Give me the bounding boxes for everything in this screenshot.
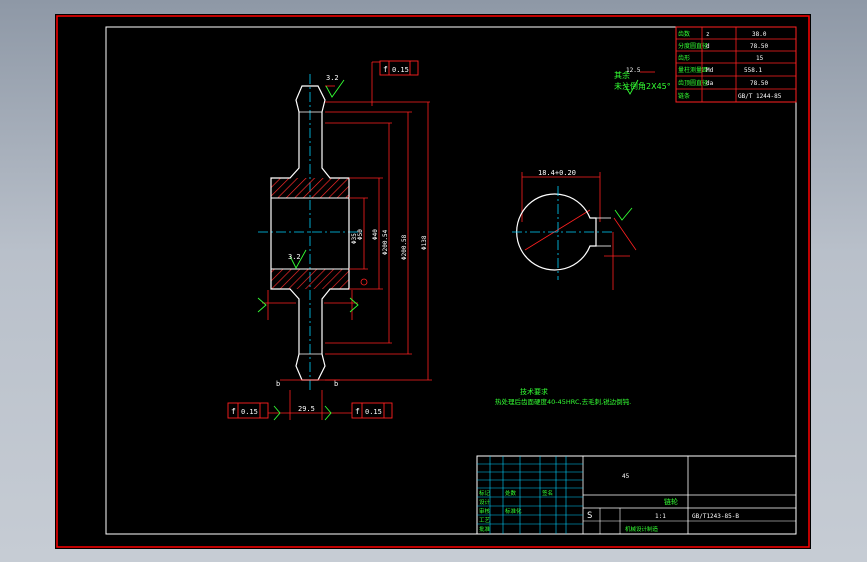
part-code: GB/T1243-85-B xyxy=(692,513,739,520)
param-0-name: 齿数 xyxy=(678,30,690,38)
side-letter-right: b xyxy=(334,380,338,388)
param-3-sym: Md xyxy=(706,67,714,74)
note-line-1: 其余 xyxy=(614,70,630,80)
inner-border xyxy=(105,26,797,535)
side-letter-left: b xyxy=(276,380,280,388)
param-5-val: GB/T 1244-85 xyxy=(738,93,782,100)
sheet-letter: S xyxy=(587,511,592,521)
tech-req-title: 技术要求 xyxy=(520,387,548,396)
param-4-val: 78.50 xyxy=(750,80,768,87)
surface-note: 12.5 其余 未注倒角2X45° xyxy=(614,67,671,91)
hub-width-label: 29.5 xyxy=(298,405,315,413)
scale-label: 1:1 xyxy=(655,513,666,520)
tol-value-bl: 0.15 xyxy=(241,408,258,416)
tb-label-4: 签名 xyxy=(542,489,553,497)
sprocket-end-view xyxy=(512,186,612,280)
drawing-sheet xyxy=(55,14,811,549)
tb-label-0: 标记 xyxy=(479,489,491,497)
param-0-sym: z xyxy=(706,31,710,38)
dim-bore-small: Φ35 xyxy=(351,233,358,244)
param-4-sym: da xyxy=(706,80,714,87)
vertical-dim-labels: Φ138 Φ200.58 Φ200.54 Φ40 Φ50 Φ35 xyxy=(351,229,428,260)
tol-letter-bl: f xyxy=(231,407,236,416)
param-1-name: 分度圆直径 xyxy=(678,42,708,50)
material-label: 45 xyxy=(622,473,630,480)
dim-hub: Φ40 xyxy=(372,229,379,240)
dim-pitch: Φ200.58 xyxy=(401,234,408,260)
hatch-upper xyxy=(271,178,349,198)
tb-role-2: 工艺 xyxy=(479,517,491,524)
note-line-2: 未注倒角2X45° xyxy=(614,81,671,91)
tol-value-br: 0.15 xyxy=(365,408,382,416)
param-1-val: 78.50 xyxy=(750,43,768,50)
param-2-val: 15 xyxy=(756,55,764,62)
roughness-symbols xyxy=(257,79,639,421)
tb-role-3: 标准化 xyxy=(505,507,522,515)
tol-value-top: 0.15 xyxy=(392,66,409,74)
title-block: 标记 处数 签名 设计 审核 工艺 批准 标准化 链轮 机械设计制造 45 S … xyxy=(476,455,797,535)
param-3-val: 558.1 xyxy=(744,67,762,74)
param-2-name: 齿形 xyxy=(678,54,690,62)
param-4-name: 齿顶圆直径 xyxy=(678,79,708,87)
drawing-name: 链轮 xyxy=(664,497,678,506)
keyway-width-label: 18.4+0.20 xyxy=(538,169,576,177)
tb-role-4: 批准 xyxy=(479,525,491,533)
dim-bore: Φ50 xyxy=(357,229,364,240)
tolerance-frame-bottom-left: f 0.15 xyxy=(227,402,269,419)
dim-od: Φ138 xyxy=(421,235,428,250)
dim-root: Φ200.54 xyxy=(382,229,389,255)
parameter-table: 齿数 分度圆直径 齿形 量柱测量距 齿顶圆直径 链条 z d Md da 38.… xyxy=(675,26,797,103)
tech-req-text: 热处理后齿面硬度40-45HRC,去毛刺,锐边倒钝. xyxy=(495,397,631,406)
rough-top-label: 3.2 xyxy=(326,74,339,82)
param-5-name: 链条 xyxy=(678,92,690,100)
tol-letter-br: f xyxy=(355,407,360,416)
param-0-val: 38.0 xyxy=(752,31,767,38)
param-1-sym: d xyxy=(706,43,710,50)
tolerance-frame-top: f 0.15 xyxy=(379,60,419,76)
tb-label-1: 处数 xyxy=(505,489,517,497)
param-3-name: 量柱测量距 xyxy=(678,66,708,74)
tb-role-0: 设计 xyxy=(479,498,491,506)
dimension-lines xyxy=(262,61,655,420)
rough-bore-label: 3.2 xyxy=(288,253,301,261)
hatch-lower xyxy=(271,269,349,289)
tolerance-frame-bottom-right: f 0.15 xyxy=(351,402,393,419)
outer-border xyxy=(56,15,810,548)
company-name: 机械设计制造 xyxy=(625,525,659,533)
tb-role-1: 审核 xyxy=(479,507,491,515)
tol-letter-top: f xyxy=(383,65,388,74)
sprocket-section-view xyxy=(258,74,362,392)
note-roughness: 12.5 xyxy=(626,67,641,74)
